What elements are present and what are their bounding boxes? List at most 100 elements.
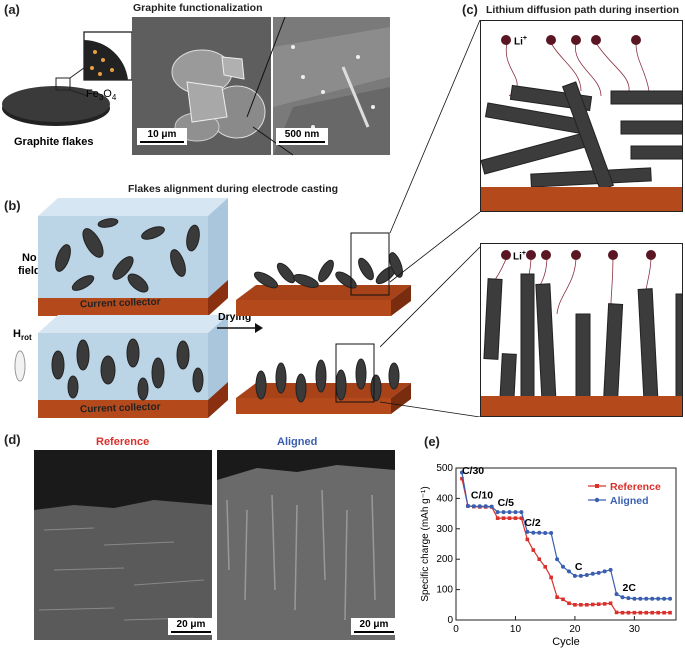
panel-a-label: (a) — [4, 2, 20, 17]
data-point-reference — [596, 602, 601, 606]
data-point-aligned — [537, 530, 542, 535]
data-point-aligned — [555, 557, 560, 562]
data-point-reference — [513, 516, 518, 520]
x-tick-label: 10 — [510, 624, 522, 635]
data-point-aligned — [489, 504, 494, 509]
panel-b-label: (b) — [4, 198, 21, 213]
rate-annotation: C — [575, 561, 583, 573]
legend-label: Reference — [610, 481, 661, 493]
panel-a-title: Graphite functionalization — [133, 2, 263, 14]
zoom-line — [246, 17, 294, 156]
data-point-reference — [668, 610, 672, 615]
data-point-reference — [531, 548, 536, 552]
electrode-box-no-field — [38, 198, 228, 316]
y-tick-label: 200 — [436, 554, 453, 565]
data-point-reference — [549, 575, 553, 580]
data-point-aligned — [566, 569, 571, 574]
data-point-aligned — [602, 569, 607, 574]
data-point-reference — [614, 610, 619, 615]
dried-electrode-aligned — [236, 343, 411, 414]
data-point-aligned — [513, 510, 518, 515]
data-point-reference — [656, 610, 660, 615]
data-point-reference — [537, 557, 542, 561]
data-point-aligned — [578, 573, 583, 578]
data-point-aligned — [507, 510, 512, 515]
data-point-reference — [501, 516, 506, 520]
hrot-label: Hrot — [13, 328, 32, 343]
data-point-aligned — [495, 510, 500, 515]
aligned-title: Aligned — [277, 436, 318, 448]
scale-bar-20um-aligned: 20 μm — [351, 618, 397, 635]
y-tick-label: 500 — [436, 463, 453, 474]
y-tick-label: 100 — [436, 585, 453, 596]
rate-annotation: C/2 — [524, 517, 541, 529]
electrode-box-field — [38, 315, 228, 418]
data-point-aligned — [531, 530, 536, 535]
li-ion-label-2: Li+ — [513, 250, 526, 263]
y-axis-label: Specific charge (mAh g⁻¹) — [420, 486, 431, 601]
magnet-rotation-icon — [14, 350, 26, 382]
scale-bar-20um-ref: 20 μm — [168, 618, 214, 635]
scale-bar-10um: 10 μm — [137, 128, 187, 145]
data-point-aligned — [477, 504, 482, 509]
data-point-aligned — [519, 510, 524, 515]
data-point-aligned — [572, 573, 577, 578]
data-point-reference — [638, 610, 643, 615]
data-point-reference — [644, 610, 649, 615]
data-point-aligned — [471, 504, 476, 509]
data-point-reference — [626, 610, 631, 615]
diffusion-box-random: Li+ — [480, 20, 683, 212]
data-point-reference — [662, 610, 666, 615]
reference-title: Reference — [96, 436, 150, 448]
data-point-aligned — [662, 596, 667, 601]
data-point-reference — [608, 601, 613, 606]
panel-d-label: (d) — [4, 432, 21, 447]
data-point-reference — [525, 537, 530, 542]
panel-c-label: (c) — [462, 2, 478, 17]
data-point-aligned — [620, 595, 625, 600]
legend-label: Aligned — [610, 495, 649, 507]
data-point-aligned — [626, 596, 631, 601]
legend-marker — [594, 497, 600, 503]
panel-e-label: (e) — [424, 434, 440, 449]
data-point-reference — [585, 603, 589, 607]
data-point-aligned — [650, 596, 655, 601]
data-point-aligned — [501, 510, 506, 515]
data-point-reference — [579, 603, 583, 607]
data-point-aligned — [608, 567, 613, 572]
y-tick-label: 0 — [447, 615, 453, 626]
data-point-aligned — [459, 470, 464, 475]
data-point-aligned — [549, 531, 554, 536]
data-point-aligned — [656, 596, 661, 601]
rate-annotation: C/30 — [462, 465, 484, 477]
data-point-reference — [573, 603, 577, 607]
data-point-reference — [519, 516, 524, 520]
dried-electrode-random — [236, 232, 411, 316]
sem-image-graphite — [132, 17, 271, 155]
data-point-reference — [460, 476, 464, 481]
data-point-aligned — [632, 596, 637, 601]
x-tick-label: 30 — [629, 624, 641, 635]
rate-annotation: 2C — [622, 582, 636, 594]
x-tick-label: 0 — [453, 624, 459, 635]
data-point-reference — [561, 597, 565, 602]
connector-lines — [380, 19, 480, 417]
rate-annotation: C/5 — [498, 497, 515, 509]
drying-arrow — [217, 323, 263, 333]
data-point-reference — [602, 602, 607, 606]
data-point-reference — [590, 602, 595, 607]
rate-annotation: C/10 — [471, 489, 493, 501]
data-point-aligned — [543, 531, 548, 536]
x-tick-label: 20 — [569, 624, 581, 635]
data-point-reference — [567, 601, 571, 606]
data-point-aligned — [614, 592, 619, 597]
panel-c-title: Lithium diffusion path during insertion — [486, 4, 680, 16]
panel-b-title: Flakes alignment during electrode castin… — [128, 183, 339, 195]
data-point-aligned — [596, 570, 601, 575]
data-point-aligned — [590, 571, 595, 576]
y-tick-label: 300 — [436, 524, 453, 535]
scale-bar-500nm: 500 nm — [276, 128, 328, 145]
data-point-aligned — [561, 564, 566, 569]
